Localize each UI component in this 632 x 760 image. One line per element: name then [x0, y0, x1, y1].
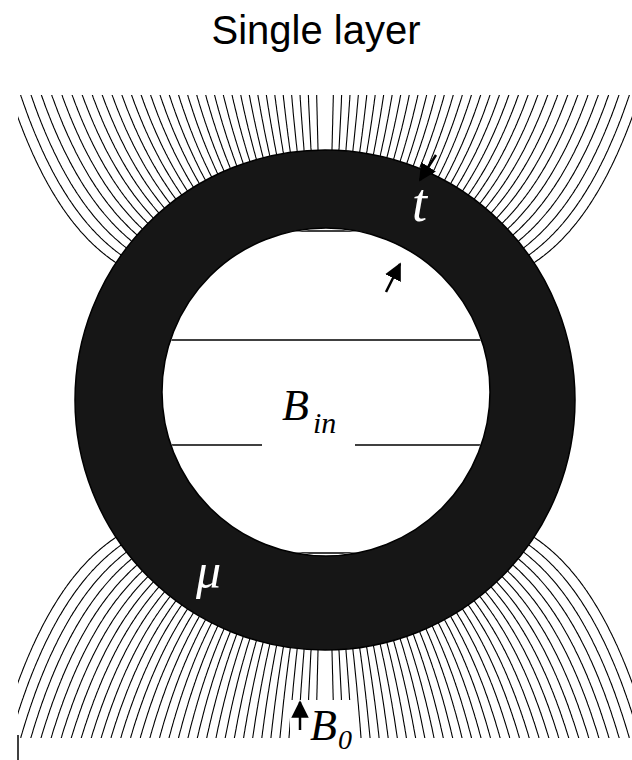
field-line [135, 95, 200, 184]
field-line [518, 559, 632, 738]
field-line [95, 95, 176, 199]
field-line [380, 95, 405, 156]
field-line [18, 545, 121, 738]
field-line [400, 639, 435, 739]
field-line [155, 623, 212, 738]
field-line [474, 95, 555, 199]
shield-ring [75, 150, 575, 650]
figure-title: Single layer [211, 10, 420, 50]
field-line [255, 645, 277, 738]
field-line [462, 609, 535, 738]
field-line [373, 95, 395, 155]
field-line [275, 648, 290, 738]
field-line [332, 95, 335, 150]
field-line [225, 95, 257, 160]
field-line [360, 648, 375, 738]
field-line [457, 613, 526, 738]
field-line [445, 620, 506, 738]
field-line [18, 95, 127, 248]
field-line [255, 95, 277, 155]
field-line [115, 609, 188, 738]
field-line [529, 545, 632, 738]
field-line [18, 95, 132, 241]
field-lines [18, 95, 632, 738]
field-line [145, 620, 206, 738]
field-line [165, 626, 218, 738]
field-line [85, 95, 170, 204]
field-arrow [299, 702, 302, 730]
field-line [387, 642, 415, 738]
field-line [380, 644, 405, 738]
field-line [529, 95, 632, 255]
field-line [468, 605, 545, 738]
field-line [245, 644, 270, 738]
field-line [524, 552, 632, 738]
field-symbol: B [310, 704, 337, 748]
field-line [315, 95, 318, 150]
field-line [513, 95, 625, 235]
field-line [18, 552, 127, 738]
field-line [524, 95, 632, 248]
thickness-symbol: t [412, 176, 427, 230]
field-subscript: 0 [338, 726, 352, 754]
field-subscript: in [313, 408, 336, 438]
field-line [215, 639, 250, 739]
field-line [534, 537, 632, 738]
field-line [18, 95, 116, 263]
field-line [373, 645, 395, 738]
field-line [18, 95, 121, 255]
field-symbol: B [282, 384, 309, 428]
field-line [438, 623, 495, 738]
field-line [432, 626, 485, 738]
field-line [18, 537, 116, 738]
field-line [25, 95, 137, 235]
frame-edge [17, 735, 19, 760]
field-line [105, 605, 182, 738]
field-line [534, 95, 632, 263]
field-line [18, 559, 132, 738]
field-line [125, 613, 194, 738]
field-line [339, 95, 345, 150]
thickness-arrow [386, 264, 400, 292]
field-line [480, 95, 565, 204]
field-line [518, 95, 632, 241]
field-line [360, 95, 375, 152]
field-line [245, 95, 270, 156]
field-line [394, 95, 426, 160]
field-line [275, 95, 290, 152]
field-line [451, 95, 516, 184]
inner-field-lines [166, 231, 486, 553]
field-line [305, 95, 311, 150]
field-line [235, 642, 263, 738]
field-line [145, 95, 206, 180]
field-line [445, 95, 506, 180]
permeability-symbol: μ [196, 546, 221, 596]
